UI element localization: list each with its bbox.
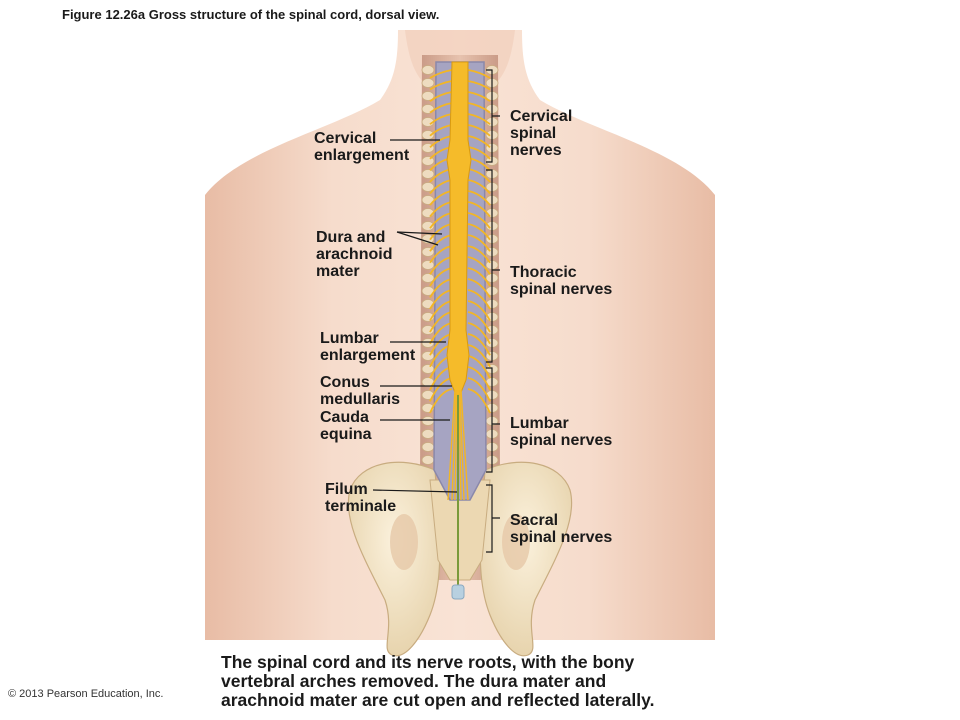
nerve-root <box>467 201 491 218</box>
nerve-root <box>467 245 491 264</box>
cauda-strand <box>460 389 469 501</box>
nerve-root <box>467 80 491 91</box>
nerve-root <box>467 322 491 345</box>
nerve-root <box>467 179 491 195</box>
nerve-root <box>467 377 491 402</box>
vertebra-process <box>421 78 435 88</box>
vertebra-process <box>421 429 435 439</box>
nerve-root <box>467 135 491 148</box>
spinal-nerve-roots <box>429 69 491 414</box>
nerve-root <box>467 113 491 125</box>
right-brackets <box>486 69 500 553</box>
vertebra-process <box>421 273 435 283</box>
cauda-strand <box>454 389 458 501</box>
nerve-root <box>467 69 491 79</box>
nerve-root <box>467 146 491 160</box>
vertebra-process <box>421 169 435 179</box>
nerve-root <box>467 124 491 137</box>
spinal-cord <box>446 61 472 396</box>
vertebra-process <box>421 455 435 465</box>
nerve-root <box>467 311 491 333</box>
vertebra-process <box>421 91 435 101</box>
nerve-root <box>467 366 491 391</box>
nerve-root <box>467 355 491 379</box>
figure-caption: The spinal cord and its nerve roots, wit… <box>221 652 655 710</box>
nerve-root <box>467 256 491 275</box>
vertebra-process <box>421 416 435 426</box>
vertebra-process <box>421 182 435 192</box>
coccyx <box>451 584 465 600</box>
vertebra-process <box>421 104 435 114</box>
vertebra-process <box>421 364 435 374</box>
nerve-root <box>467 91 491 102</box>
nerve-root <box>467 190 491 206</box>
nerve-root <box>429 80 453 91</box>
nerve-root <box>467 300 491 321</box>
vertebra-process <box>421 442 435 452</box>
nerve-root <box>467 344 491 368</box>
cauda-strand <box>451 389 457 501</box>
pelvis <box>347 461 573 657</box>
vertebra-process <box>421 65 435 75</box>
cauda-equina <box>447 389 469 501</box>
cauda-strand <box>459 389 465 501</box>
nerve-root <box>467 289 491 310</box>
nerve-root <box>467 388 491 414</box>
nerve-root <box>467 278 491 298</box>
nerve-root <box>467 267 491 287</box>
vertebra-process <box>421 260 435 270</box>
nerve-root <box>467 234 491 252</box>
nerve-root <box>429 69 453 79</box>
nerve-root <box>467 223 491 241</box>
nerve-root <box>429 388 453 414</box>
nerve-root <box>429 113 453 125</box>
nerve-root <box>467 333 491 356</box>
nerve-root <box>429 91 453 102</box>
nerve-root <box>429 102 453 114</box>
cauda-strand <box>458 389 462 501</box>
nerve-root <box>467 212 491 229</box>
nerve-root <box>467 102 491 114</box>
figure-title: Figure 12.26a Gross structure of the spi… <box>62 7 440 22</box>
left-leader-lines <box>372 139 458 493</box>
cauda-strand <box>447 389 456 501</box>
copyright-notice: © 2013 Pearson Education, Inc. <box>8 688 164 700</box>
